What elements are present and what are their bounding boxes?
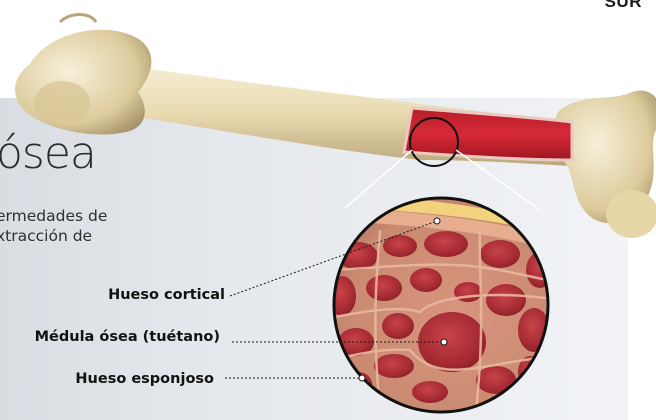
label-medula-osea: Médula ósea (tuétano): [35, 329, 220, 345]
subtitle-line-1: ermedades de: [0, 206, 107, 226]
dot-cortical: [434, 218, 440, 224]
brand-logo: SUR: [605, 0, 642, 12]
dot-medula: [441, 339, 447, 345]
bone-left-end: [15, 30, 151, 135]
bone-left-condyle: [34, 81, 90, 125]
zoom-connector-left: [345, 150, 412, 208]
dot-esponjoso: [359, 375, 365, 381]
marrow-cavity: [404, 108, 572, 160]
label-hueso-esponjoso: Hueso esponjoso: [75, 371, 214, 387]
bone-head: [606, 190, 656, 238]
infographic-title: ósea: [0, 132, 96, 176]
magnified-lens: [320, 192, 560, 415]
subtitle-line-2: xtracción de: [0, 226, 107, 246]
label-hueso-cortical: Hueso cortical: [108, 287, 225, 303]
infographic-subtitle: ermedades de xtracción de: [0, 206, 107, 246]
